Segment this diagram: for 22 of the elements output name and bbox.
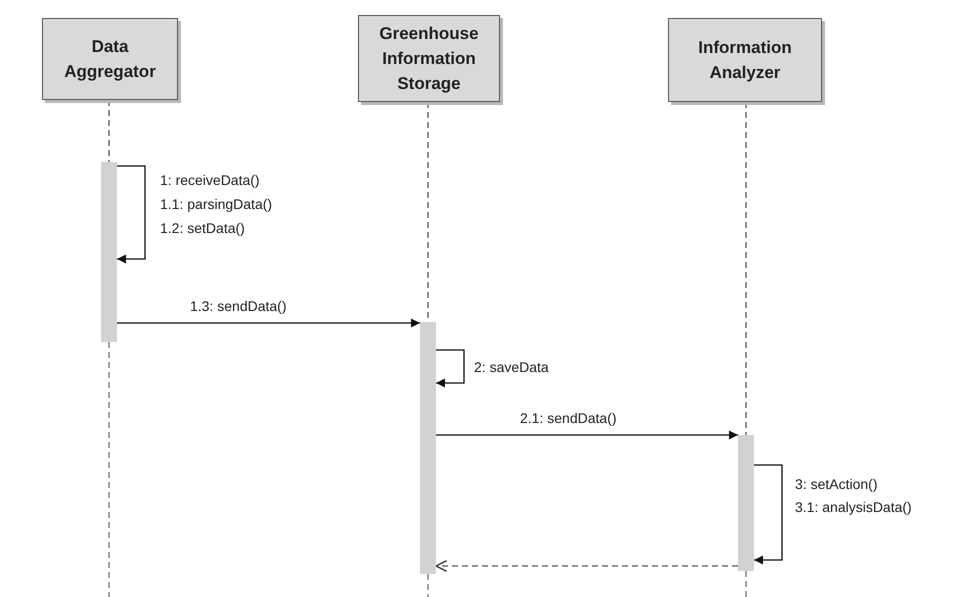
message-label: 1.2: setData(): [160, 220, 245, 236]
message-label: 1.1: parsingData(): [160, 196, 272, 212]
message-label: 3.1: analysisData(): [795, 499, 912, 515]
message-label: 1.3: sendData(): [190, 298, 286, 314]
lifeline-header-box: Information Analyzer: [668, 18, 822, 102]
self-message-arrow: [117, 165, 146, 264]
message-label: 1: receiveData(): [160, 172, 260, 188]
lifeline: [745, 102, 747, 435]
message-label: 2: saveData: [474, 359, 549, 375]
activation-bar: [420, 322, 436, 574]
lifeline-header-box: Greenhouse Information Storage: [358, 15, 500, 102]
activation-bar: [738, 435, 754, 571]
lifeline: [108, 100, 110, 162]
self-message-arrow: [754, 464, 783, 564]
message-label: 3: setAction(): [795, 476, 878, 492]
message-label: 2.1: sendData(): [520, 410, 616, 426]
return-arrow: [435, 560, 738, 572]
activation-bar: [101, 162, 117, 342]
message-arrow: [436, 430, 738, 440]
message-arrow: [117, 318, 420, 328]
self-message-arrow: [436, 349, 465, 388]
lifeline-header-box: Data Aggregator: [42, 18, 178, 100]
